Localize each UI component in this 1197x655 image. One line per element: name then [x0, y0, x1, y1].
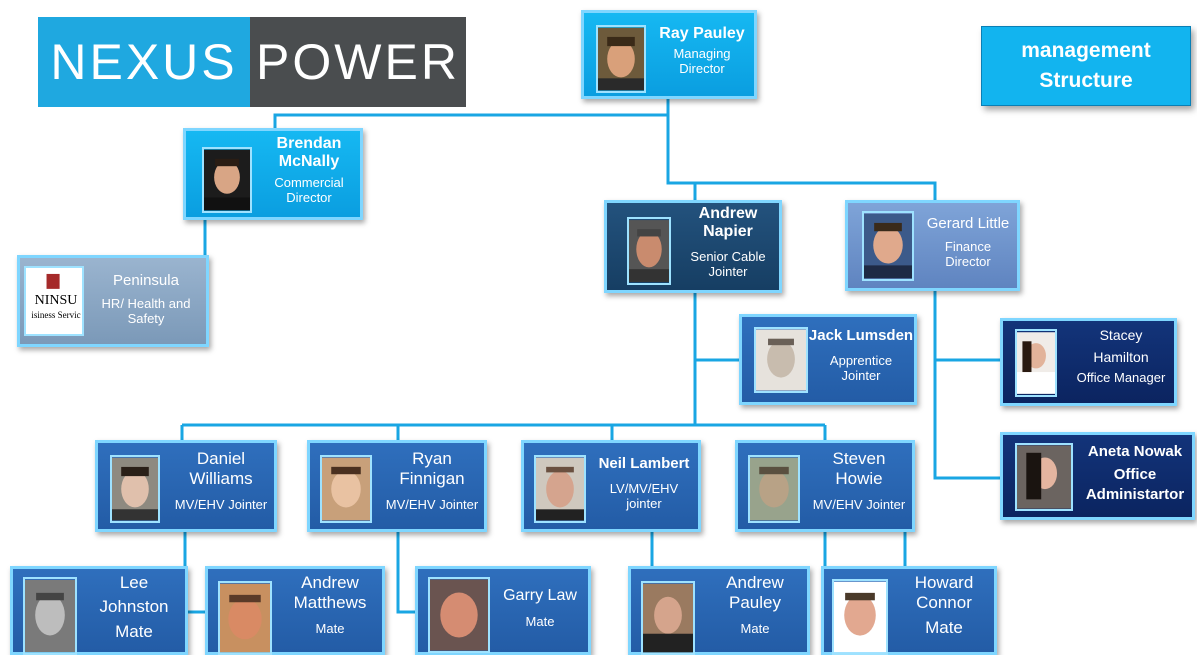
logo-left-text: NEXUS: [38, 17, 250, 107]
card-andrew-napier: Andrew Napier Senior Cable Jointer: [604, 200, 782, 293]
person-role: Mate: [740, 621, 770, 637]
person-role-line-1: LV/MV/EHV: [609, 481, 679, 497]
person-name: Garry Law: [503, 587, 577, 604]
person-role-line-1: Apprentice: [829, 353, 893, 369]
person-role-line-2: Director: [679, 61, 725, 77]
person-name: Neil Lambert: [598, 455, 690, 472]
person-role-line-2: Director: [945, 254, 991, 270]
person-role-line-2: jointer: [626, 496, 662, 512]
person-role: Mate: [315, 621, 345, 637]
card-lee-johnston: Lee Johnston Mate: [10, 566, 188, 655]
person-name-line-2: Johnston: [99, 596, 169, 616]
person-name-line-2: Connor: [916, 592, 972, 612]
person-role: MV/EHV Jointer: [385, 497, 479, 513]
person-name-line-1: Steven: [832, 449, 886, 468]
person-role-line-1: Office: [1113, 466, 1157, 484]
person-role-line-2: Jointer: [841, 368, 881, 384]
person-role-line-1: Managing: [673, 46, 731, 62]
card-ray-pauley: Ray Pauley Managing Director: [581, 10, 757, 99]
avatar: [23, 577, 77, 655]
card-brendan-mcnally: Brendan McNally Commercial Director: [183, 128, 363, 220]
card-jack-lumsden: Jack Lumsden Apprentice Jointer: [739, 314, 917, 405]
person-name-line-2: Pauley: [729, 592, 781, 612]
avatar: [596, 25, 646, 93]
person-name-line-2: Hamilton: [1093, 349, 1149, 366]
person-role: MV/EHV Jointer: [174, 497, 268, 513]
card-aneta-nowak: Aneta Nowak Office Administartor: [1000, 432, 1195, 520]
nexus-power-logo: NEXUS POWER: [38, 17, 466, 107]
person-role-line-2: Jointer: [708, 263, 748, 279]
person-role-line-1: Senior Cable: [690, 248, 766, 264]
avatar: [754, 327, 808, 393]
card-steven-howie: Steven Howie MV/EHV Jointer: [735, 440, 915, 532]
person-name-line-1: Andrew: [726, 573, 784, 592]
badge-line-1: management: [1021, 39, 1151, 62]
person-role-line-1: Finance: [944, 239, 992, 255]
card-andrew-pauley: Andrew Pauley Mate: [628, 566, 810, 655]
card-daniel-williams: Daniel Williams MV/EHV Jointer: [95, 440, 277, 532]
card-andrew-matthews: Andrew Matthews Mate: [205, 566, 385, 655]
card-peninsula: NINSU isiness Servic Peninsula HR/ Healt…: [17, 255, 209, 347]
person-name: Peninsula: [113, 272, 179, 289]
avatar: [627, 217, 671, 285]
person-name-line-1: Stacey: [1099, 327, 1143, 343]
avatar: [428, 577, 490, 653]
person-name-line-1: Andrew: [698, 205, 758, 222]
avatar: [202, 147, 252, 213]
person-name: Jack Lumsden: [808, 327, 914, 344]
card-garry-law: Garry Law Mate: [415, 566, 591, 655]
card-neil-lambert: Neil Lambert LV/MV/EHV jointer: [521, 440, 701, 532]
person-name: Ray Pauley: [659, 25, 745, 42]
avatar: [641, 581, 695, 655]
connector-ryan-garry: [396, 532, 415, 614]
card-howard-connor: Howard Connor Mate: [821, 566, 997, 655]
person-role-line-2: Safety: [127, 311, 165, 327]
avatar: [862, 211, 914, 281]
person-role-line-1: HR/ Health and: [101, 296, 191, 312]
person-role-line-2: Administartor: [1085, 485, 1185, 503]
person-name-line-2: McNally: [278, 153, 340, 171]
person-name-line-1: Andrew: [301, 573, 359, 592]
avatar: [320, 455, 372, 523]
person-name-line-2: Howie: [835, 468, 883, 488]
person-name-line-2: Napier: [703, 223, 753, 241]
logo-right-text: POWER: [250, 17, 466, 107]
person-name-line-1: Brendan: [276, 135, 342, 152]
person-name-line-1: Daniel: [196, 449, 246, 468]
person-name: Gerard Little: [926, 215, 1010, 232]
person-name-line-2: Matthews: [293, 592, 367, 612]
avatar: [748, 455, 800, 523]
peninsula-logo-text: NINSU: [34, 293, 78, 308]
avatar: [110, 455, 160, 523]
avatar: [1015, 443, 1073, 511]
person-name-line-2: Williams: [189, 468, 253, 488]
management-structure-badge: management Structure: [981, 26, 1191, 106]
card-gerard-little: Gerard Little Finance Director: [845, 200, 1020, 291]
person-role: Mate: [115, 622, 153, 642]
badge-line-2: Structure: [1039, 69, 1133, 92]
avatar: [832, 579, 888, 655]
connector-ray-managers: [666, 98, 697, 200]
person-role: Mate: [925, 618, 963, 638]
person-role: MV/EHV Jointer: [812, 497, 906, 513]
avatar: [1015, 329, 1057, 397]
card-ryan-finnigan: Ryan Finnigan MV/EHV Jointer: [307, 440, 487, 532]
person-name: Aneta Nowak: [1087, 443, 1183, 460]
person-role-line-2: Director: [286, 189, 332, 205]
person-role-line-1: Commercial: [274, 174, 344, 190]
person-name-line-1: Lee: [119, 573, 149, 592]
avatar: [534, 455, 586, 523]
avatar: [218, 581, 272, 655]
peninsula-logo: NINSU isiness Servic: [24, 266, 84, 336]
person-role: Mate: [525, 614, 555, 630]
person-name-line-1: Howard: [914, 573, 974, 592]
person-role: Office Manager: [1076, 370, 1166, 386]
person-name-line-2: Finnigan: [399, 468, 465, 488]
connector-gerard-admin: [933, 290, 1000, 480]
card-stacey-hamilton: Stacey Hamilton Office Manager: [1000, 318, 1177, 406]
connector-ray-gerard: [668, 181, 937, 200]
connector-andrew-jack: [693, 292, 740, 362]
peninsula-logo-subtext: isiness Servic: [31, 310, 81, 320]
person-name-line-1: Ryan: [412, 449, 452, 468]
